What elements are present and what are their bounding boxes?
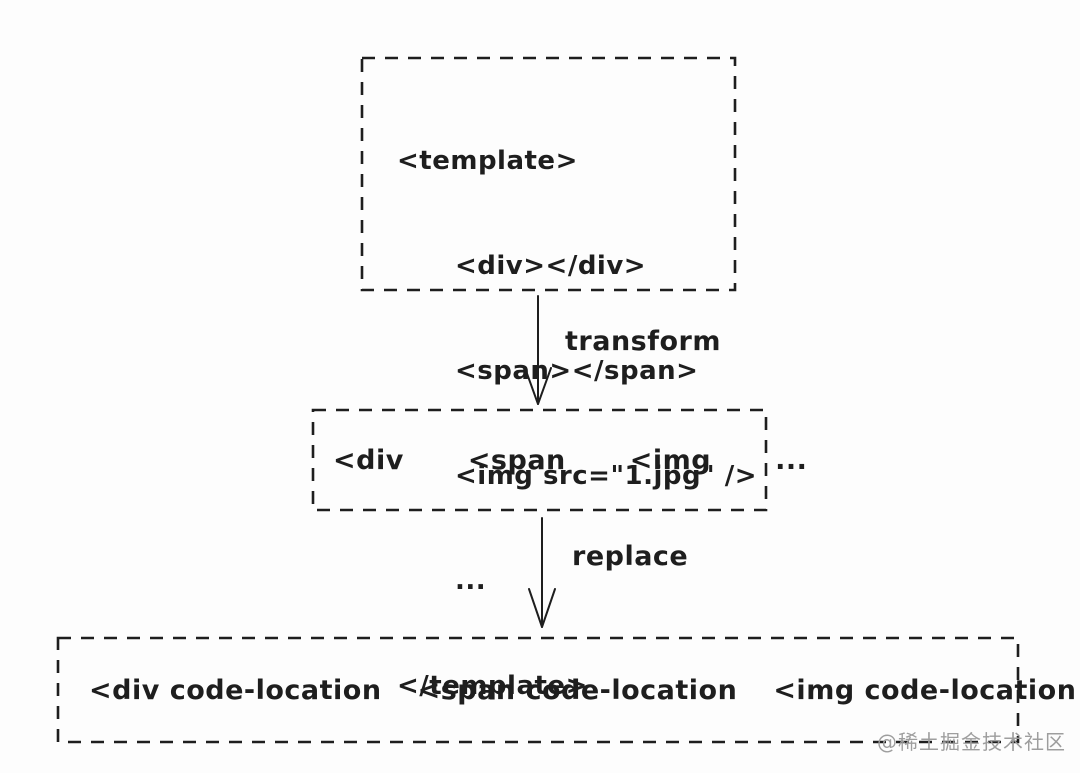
transform-arrow-label: transform (565, 326, 721, 357)
transform-arrow (524, 295, 552, 405)
watermark-text: @稀土掘金技术社区 (877, 730, 1066, 754)
replace-arrow-label: replace (572, 541, 689, 572)
tag-div: <div (333, 444, 404, 476)
code-line-div: <div></div> (455, 251, 647, 281)
code-location-row: <div code-location <span code-location <… (58, 638, 1076, 742)
replace-arrow (528, 517, 556, 628)
template-code-block: <template> <div></div> <span></span> <im… (397, 74, 757, 773)
code-location-img: <img code-location (773, 674, 1077, 706)
code-location-div: <div code-location (89, 674, 382, 706)
code-location-span: <span code-location (417, 674, 738, 706)
code-line-template-close: </template> (397, 671, 588, 701)
tag-ellipsis: ... (775, 444, 808, 476)
code-line-span: <span></span> (455, 356, 699, 386)
code-line-template-open: <template> (397, 146, 578, 176)
transform-arrowhead (524, 367, 552, 405)
tag-span: <span (467, 444, 566, 476)
code-location-box-border (56, 636, 1020, 744)
tag-img: <img (629, 444, 712, 476)
code-line-ellipsis: ... (455, 566, 487, 596)
code-line-img: <img src="1.jpg" /> (455, 461, 757, 491)
replace-arrowhead (528, 588, 556, 628)
template-box-border (360, 56, 737, 292)
tags-row: <div <span <img ... (313, 410, 807, 510)
